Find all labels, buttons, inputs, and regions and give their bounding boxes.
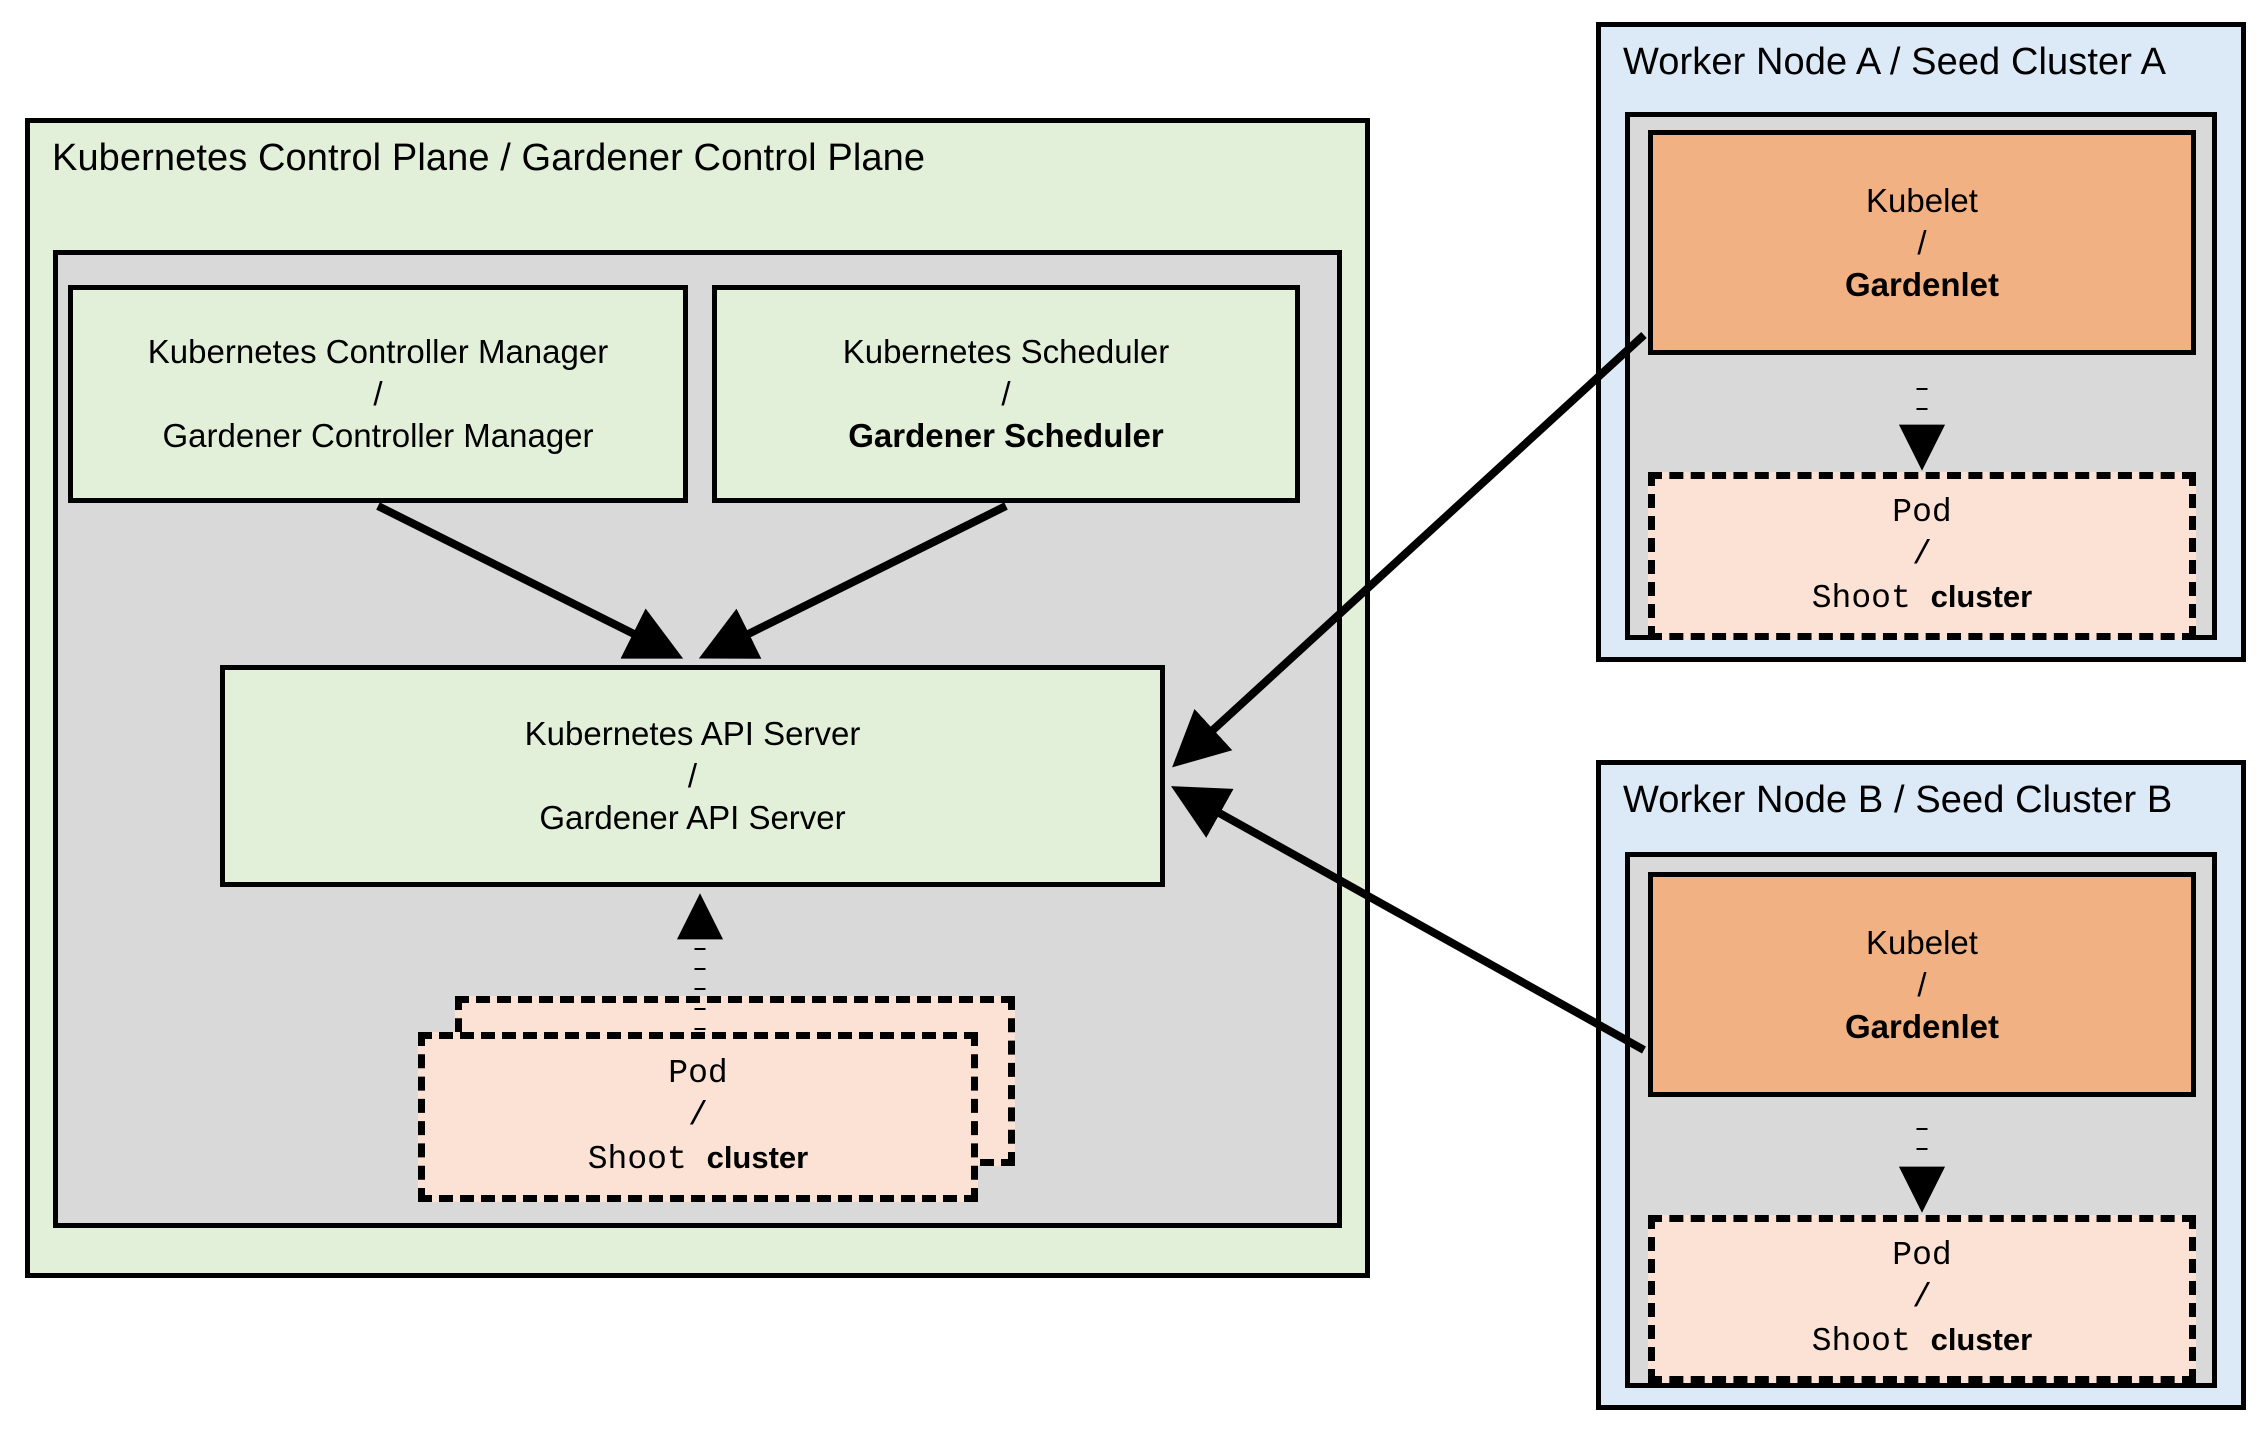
scheduler-box: Kubernetes Scheduler / Gardener Schedule…	[712, 285, 1300, 503]
kubelet-b-box: Kubelet / Gardenlet	[1648, 872, 2196, 1097]
worker-node-b-pod-box: Pod / Shoot cluster	[1648, 1215, 2196, 1383]
controller-manager-line1: Kubernetes Controller Manager	[147, 333, 609, 370]
controller-manager-box: Kubernetes Controller Manager / Gardener…	[68, 285, 688, 503]
control-plane-pod-line2-bold: cluster	[706, 1140, 809, 1175]
kubelet-b-separator: /	[1917, 965, 1927, 1003]
api-server-box: Kubernetes API Server / Gardener API Ser…	[220, 665, 1165, 887]
worker-node-b-title: Worker Node B / Seed Cluster B	[1623, 779, 2173, 821]
control-plane-title: Kubernetes Control Plane / Gardener Cont…	[52, 137, 926, 179]
controller-manager-line2: Gardener Controller Manager	[162, 417, 594, 454]
worker-node-a-pod-line2: Shoot cluster	[1812, 576, 2033, 620]
kubelet-a-separator: /	[1917, 223, 1927, 261]
api-server-line2: Gardener API Server	[539, 799, 846, 836]
scheduler-separator: /	[1001, 375, 1011, 412]
worker-node-a-pod-line2-mono: Shoot	[1811, 580, 1911, 617]
worker-node-b-pod-separator: /	[1912, 1279, 1932, 1316]
worker-node-a-pod-box: Pod / Shoot cluster	[1648, 472, 2196, 640]
kubelet-a-line2: Gardenlet	[1844, 265, 2000, 303]
control-plane-pod-line2-mono: Shoot	[587, 1141, 687, 1178]
worker-node-b-pod-line2-mono: Shoot	[1811, 1323, 1911, 1360]
control-plane-pod-box: Pod / Shoot cluster	[418, 1032, 978, 1202]
worker-node-a-pod-line2-bold: cluster	[1930, 579, 2033, 614]
kubelet-a-box: Kubelet / Gardenlet	[1648, 130, 2196, 355]
kubelet-b-line1: Kubelet	[1866, 923, 1978, 961]
worker-node-b-pod-line2-bold: cluster	[1930, 1322, 2033, 1357]
control-plane-pod-line2: Shoot cluster	[588, 1137, 809, 1181]
worker-node-a-pod-line1: Pod	[1892, 494, 1952, 531]
worker-node-b-pod-line1: Pod	[1892, 1237, 1952, 1274]
control-plane-pod-separator: /	[688, 1097, 708, 1134]
api-server-separator: /	[687, 757, 698, 794]
controller-manager-separator: /	[373, 375, 383, 412]
worker-node-a-title: Worker Node A / Seed Cluster A	[1623, 41, 2167, 83]
worker-node-b-pod-line2: Shoot cluster	[1812, 1319, 2033, 1363]
kubelet-a-line1: Kubelet	[1866, 181, 1978, 219]
scheduler-line1: Kubernetes Scheduler	[842, 333, 1170, 370]
worker-node-a-pod-separator: /	[1912, 536, 1932, 573]
scheduler-line2: Gardener Scheduler	[848, 417, 1164, 454]
kubelet-b-line2: Gardenlet	[1844, 1007, 2000, 1045]
api-server-line1: Kubernetes API Server	[524, 715, 861, 752]
control-plane-pod-line1: Pod	[668, 1055, 728, 1092]
